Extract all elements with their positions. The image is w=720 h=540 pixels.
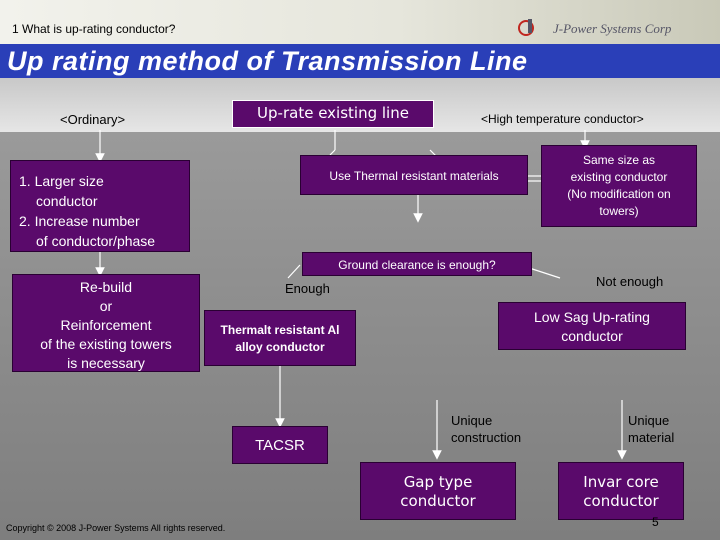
- line-tick-2: [329, 149, 336, 156]
- low-sag-line-2: conductor: [561, 328, 623, 344]
- title-bar: [0, 44, 720, 78]
- thermal-al-alloy-box: Thermalt resistant Al alloy conductor: [204, 310, 356, 366]
- thermal-materials-box: Use Thermal resistant materials: [300, 155, 528, 195]
- ordinary-methods-box: 1. Larger size conductor 2. Increase num…: [10, 160, 190, 252]
- gap-type-box: Gap type conductor: [360, 462, 516, 520]
- thermal-materials-text: Use Thermal resistant materials: [329, 169, 499, 183]
- section-kicker: 1 What is up-rating conductor?: [12, 22, 176, 36]
- line-enough: [287, 264, 301, 279]
- thermal-al-line-2: alloy conductor: [235, 340, 325, 354]
- ground-clearance-box: Ground clearance is enough?: [302, 252, 532, 276]
- gap-type-line-2: conductor: [400, 492, 476, 510]
- unique-construction-line-2: construction: [451, 430, 522, 445]
- unique-material-line-2: material: [628, 430, 675, 445]
- high-temp-label: <High temperature conductor>: [481, 112, 644, 126]
- method-2-cont: of conductor/phase: [36, 233, 156, 249]
- rebuild-box: Re-build or Reinforcement of the existin…: [12, 274, 200, 372]
- method-2-text: 2. Increase number: [19, 213, 140, 229]
- same-size-box: Same size as existing conductor (No modi…: [541, 145, 697, 227]
- brand-name: J-Power Systems Corp: [553, 21, 672, 36]
- copyright-text: Copyright © 2008 J-Power Systems All rig…: [6, 523, 226, 533]
- same-size-line-2: existing conductor: [570, 170, 668, 184]
- invar-line-2: conductor: [583, 492, 659, 510]
- same-size-line-3: (No modification on: [567, 187, 671, 201]
- thermal-al-line-1: Thermalt resistant Al: [220, 323, 340, 337]
- same-size-line-4: towers): [599, 204, 639, 218]
- uprate-box: Up-rate existing line: [232, 100, 434, 128]
- tacsr-text: TACSR: [255, 437, 305, 454]
- unique-material-line-1: Unique: [628, 413, 670, 428]
- tacsr-box: TACSR: [232, 426, 328, 464]
- rebuild-line-3: Reinforcement: [60, 317, 152, 333]
- same-size-line-1: Same size as: [582, 153, 656, 167]
- company-logo-icon: [518, 19, 534, 36]
- method-1-cont: conductor: [36, 193, 98, 209]
- enough-label: Enough: [285, 281, 330, 296]
- ordinary-label: <Ordinary>: [60, 112, 126, 127]
- rebuild-line-1: Re-build: [79, 279, 133, 295]
- uprate-label: Up-rate existing line: [257, 104, 409, 122]
- rebuild-line-2: or: [99, 298, 113, 314]
- unique-construction-line-1: Unique: [451, 413, 493, 428]
- not-enough-label: Not enough: [596, 274, 664, 289]
- low-sag-line-1: Low Sag Up-rating: [534, 309, 650, 325]
- rebuild-line-5: is necessary: [67, 355, 145, 371]
- page-title: Up rating method of Transmission Line: [7, 46, 528, 76]
- header-band: [0, 0, 720, 44]
- invar-line-1: Invar core: [583, 473, 659, 491]
- rebuild-line-4: of the existing towers: [40, 336, 172, 352]
- page-number: 5: [652, 515, 659, 529]
- low-sag-box: Low Sag Up-rating conductor: [498, 302, 686, 350]
- ground-clearance-text: Ground clearance is enough?: [338, 258, 496, 272]
- invar-core-box: Invar core conductor: [558, 462, 684, 520]
- method-1-text: 1. Larger size: [19, 173, 104, 189]
- gap-type-line-1: Gap type: [403, 473, 473, 491]
